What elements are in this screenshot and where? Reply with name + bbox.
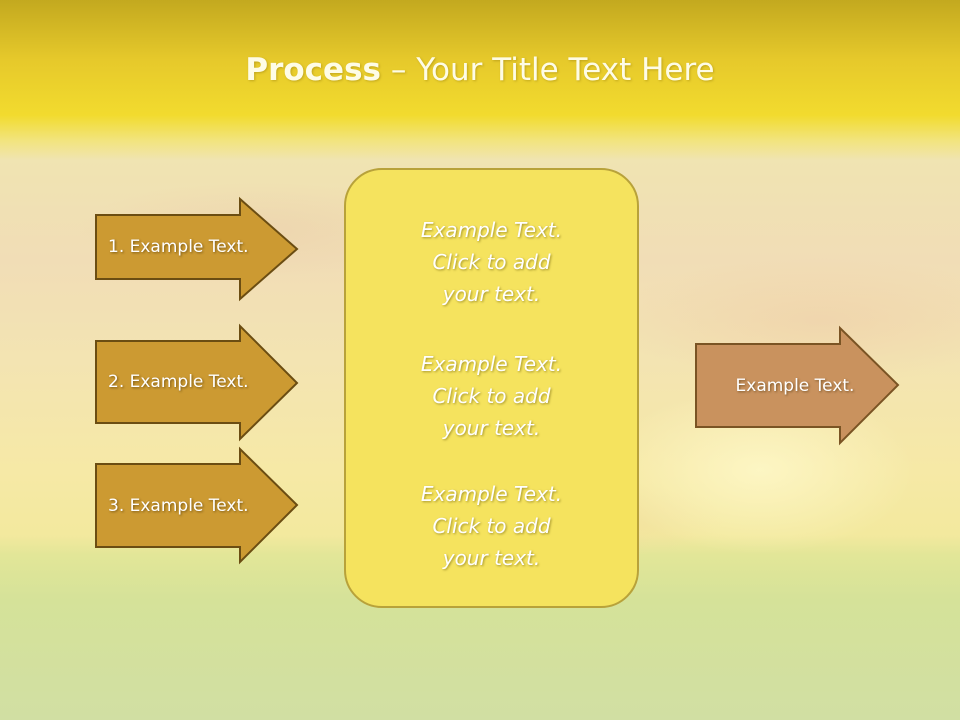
center-text-line: your text. xyxy=(442,416,541,440)
arrow-shape-3 xyxy=(95,446,299,565)
center-text-block-1: Example Text. Click to add your text. xyxy=(346,214,637,310)
center-text-block-3: Example Text. Click to add your text. xyxy=(346,478,637,574)
process-step-label-1: 1. Example Text. xyxy=(108,237,249,257)
process-step-arrow-1[interactable]: 1. Example Text. xyxy=(95,196,299,302)
arrow-1-polygon xyxy=(95,196,299,302)
result-arrow[interactable]: Example Text. xyxy=(695,325,900,446)
result-arrow-shape xyxy=(695,325,900,446)
process-step-arrow-2[interactable]: 2. Example Text. xyxy=(95,323,299,442)
process-step-arrow-3[interactable]: 3. Example Text. xyxy=(95,446,299,565)
process-step-label-2: 2. Example Text. xyxy=(108,372,249,392)
process-step-label-3: 3. Example Text. xyxy=(108,495,249,516)
result-arrow-label: Example Text. xyxy=(735,375,855,396)
center-text-line: Example Text. xyxy=(420,218,563,242)
center-text-line: Click to add xyxy=(432,250,551,274)
center-text-line: Example Text. xyxy=(420,352,563,376)
center-text-line: Click to add xyxy=(432,514,551,538)
center-text-line: Example Text. xyxy=(420,482,563,506)
slide-title-bold: Process xyxy=(245,52,381,88)
center-text-line: your text. xyxy=(442,282,541,306)
result-arrow-polygon xyxy=(695,325,900,446)
arrow-2-polygon xyxy=(95,323,299,442)
center-text-block-2: Example Text. Click to add your text. xyxy=(346,348,637,444)
center-text-line: Click to add xyxy=(432,384,551,408)
slide-title-rest: – Your Title Text Here xyxy=(381,52,715,88)
arrow-3-polygon xyxy=(95,446,299,565)
arrow-shape-1 xyxy=(95,196,299,302)
arrow-shape-2 xyxy=(95,323,299,442)
center-text-line: your text. xyxy=(442,546,541,570)
slide-title[interactable]: Process – Your Title Text Here xyxy=(0,52,960,88)
center-text-box[interactable]: Example Text. Click to add your text. Ex… xyxy=(344,168,639,608)
title-band xyxy=(0,0,960,160)
